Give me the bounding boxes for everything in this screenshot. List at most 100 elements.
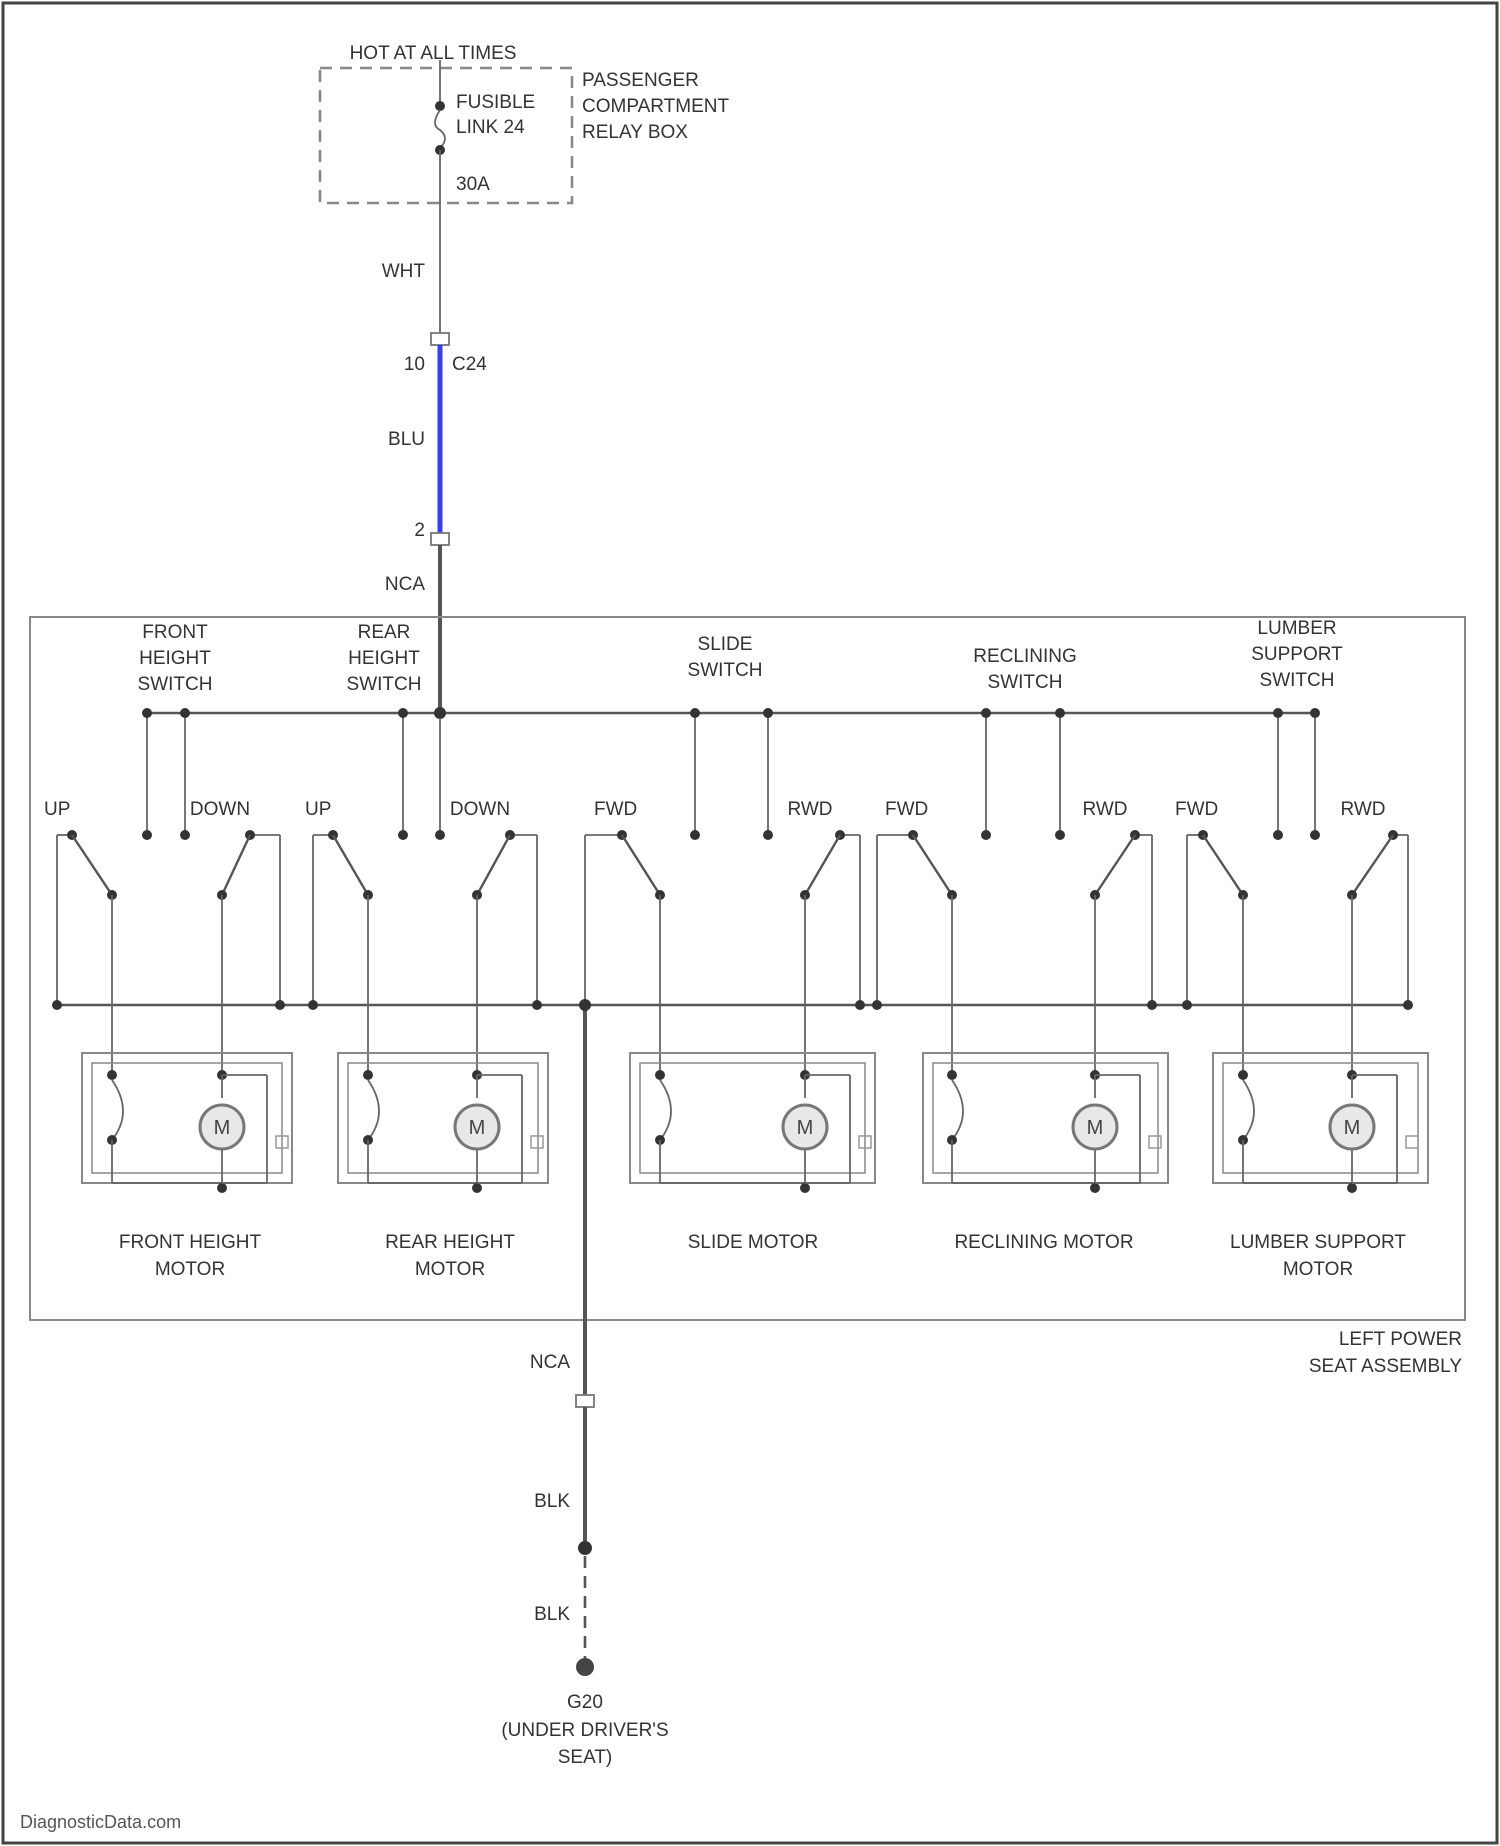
wht-wire-label: WHT xyxy=(382,261,426,282)
thermal-protector-symbol xyxy=(1149,1136,1161,1148)
connector-id-label: C24 xyxy=(452,354,487,375)
fuse-terminal xyxy=(435,101,445,111)
ground-point-symbol xyxy=(576,1658,594,1676)
motor-symbol-label: M xyxy=(797,1117,814,1139)
relay-box-outline xyxy=(320,68,572,203)
motor-name-label: LUMBER SUPPORT xyxy=(1230,1232,1406,1253)
motor-name-label: MOTOR xyxy=(1283,1259,1353,1280)
connector-pin-label: 10 xyxy=(404,354,425,375)
seat-assembly-label: SEAT ASSEMBLY xyxy=(1309,1356,1462,1377)
switch-blade xyxy=(1352,835,1393,895)
motor-name-label: FRONT HEIGHT xyxy=(119,1232,262,1253)
motor-box-outline xyxy=(923,1053,1168,1183)
switch-name-label: SWITCH xyxy=(347,674,422,695)
switch-name-label: SLIDE xyxy=(698,634,753,655)
switch-contact xyxy=(1310,830,1320,840)
motor-symbol-label: M xyxy=(214,1117,231,1139)
ground-location-label: SEAT) xyxy=(558,1747,613,1768)
junction-dot xyxy=(855,1000,865,1010)
motor-terminal xyxy=(363,1070,373,1080)
switch-direction-label: RWD xyxy=(1340,799,1385,820)
junction-dot xyxy=(1310,708,1320,718)
motor-name-label: MOTOR xyxy=(155,1259,225,1280)
switch-contact xyxy=(398,830,408,840)
ground-connector xyxy=(576,1395,594,1407)
switch-name-label: SWITCH xyxy=(688,660,763,681)
motor-box-inner xyxy=(92,1063,282,1173)
switch-contact xyxy=(180,830,190,840)
switch-name-label: RECLINING xyxy=(973,646,1076,667)
switch-name-label: REAR xyxy=(358,622,411,643)
junction-dot xyxy=(1403,1000,1413,1010)
switch-name-label: FRONT xyxy=(142,622,208,643)
switch-name-label: HEIGHT xyxy=(348,648,420,669)
switch-direction-label: RWD xyxy=(787,799,832,820)
switch-contact xyxy=(142,830,152,840)
switch-contact xyxy=(690,830,700,840)
junction-dot xyxy=(1182,1000,1192,1010)
switch-blade xyxy=(805,835,840,895)
ground-location-label: (UNDER DRIVER'S xyxy=(501,1720,668,1741)
switch-blade xyxy=(1203,835,1243,895)
fusible-link-symbol xyxy=(435,110,445,148)
motor-box-inner xyxy=(933,1063,1158,1173)
motor-name-label: RECLINING MOTOR xyxy=(954,1232,1133,1253)
junction-dot xyxy=(398,708,408,718)
nca-label: NCA xyxy=(530,1352,570,1373)
switch-blade xyxy=(913,835,952,895)
motor-name-label: SLIDE MOTOR xyxy=(688,1232,819,1253)
junction-dot xyxy=(763,708,773,718)
switch-contact xyxy=(1055,830,1065,840)
switch-name-label: SUPPORT xyxy=(1251,644,1343,665)
fusible-link-label: LINK 24 xyxy=(456,117,525,138)
ground-id-label: G20 xyxy=(567,1692,603,1713)
switch-direction-label: FWD xyxy=(1175,799,1218,820)
switch-name-label: SWITCH xyxy=(988,672,1063,693)
relay-box-label: RELAY BOX xyxy=(582,122,688,143)
switch-name-label: SWITCH xyxy=(138,674,213,695)
junction-dot xyxy=(981,708,991,718)
switch-blade xyxy=(622,835,660,895)
switch-direction-label: FWD xyxy=(594,799,637,820)
motor-symbol-label: M xyxy=(1344,1117,1361,1139)
hot-at-all-times-label: HOT AT ALL TIMES xyxy=(350,43,517,64)
motor-terminal xyxy=(655,1070,665,1080)
circuit-breaker-symbol xyxy=(112,1080,123,1140)
thermal-protector-symbol xyxy=(1406,1136,1418,1148)
switch-contact xyxy=(981,830,991,840)
blu-wire-label: BLU xyxy=(388,429,425,450)
switch-name-label: LUMBER xyxy=(1257,618,1336,639)
switch-direction-label: FWD xyxy=(885,799,928,820)
junction-dot xyxy=(308,1000,318,1010)
switch-blade xyxy=(72,835,112,895)
switch-direction-label: DOWN xyxy=(450,799,510,820)
switch-blade xyxy=(477,835,510,895)
nca-label: NCA xyxy=(385,574,425,595)
motor-terminal xyxy=(947,1070,957,1080)
motor-box-inner xyxy=(1223,1063,1418,1173)
motor-box-outline xyxy=(630,1053,875,1183)
junction-dot xyxy=(142,708,152,718)
motor-symbol-label: M xyxy=(469,1117,486,1139)
junction-dot xyxy=(872,1000,882,1010)
motor-terminal xyxy=(107,1070,117,1080)
seat-assembly-outline xyxy=(30,617,1465,1320)
splice-dot xyxy=(578,1541,592,1555)
motor-terminal xyxy=(1347,1183,1357,1193)
junction-dot xyxy=(690,708,700,718)
junction-dot xyxy=(180,708,190,718)
motor-terminal xyxy=(472,1183,482,1193)
motor-name-label: MOTOR xyxy=(415,1259,485,1280)
motor-terminal xyxy=(1238,1070,1248,1080)
blk-wire-label: BLK xyxy=(534,1491,570,1512)
junction-dot xyxy=(52,1000,62,1010)
junction-dot xyxy=(435,708,445,718)
blk-wire-label: BLK xyxy=(534,1604,570,1625)
outer-frame xyxy=(3,3,1497,1843)
switch-name-label: HEIGHT xyxy=(139,648,211,669)
thermal-protector-symbol xyxy=(531,1136,543,1148)
fuse-rating-label: 30A xyxy=(456,174,490,195)
switch-blade xyxy=(222,835,250,895)
